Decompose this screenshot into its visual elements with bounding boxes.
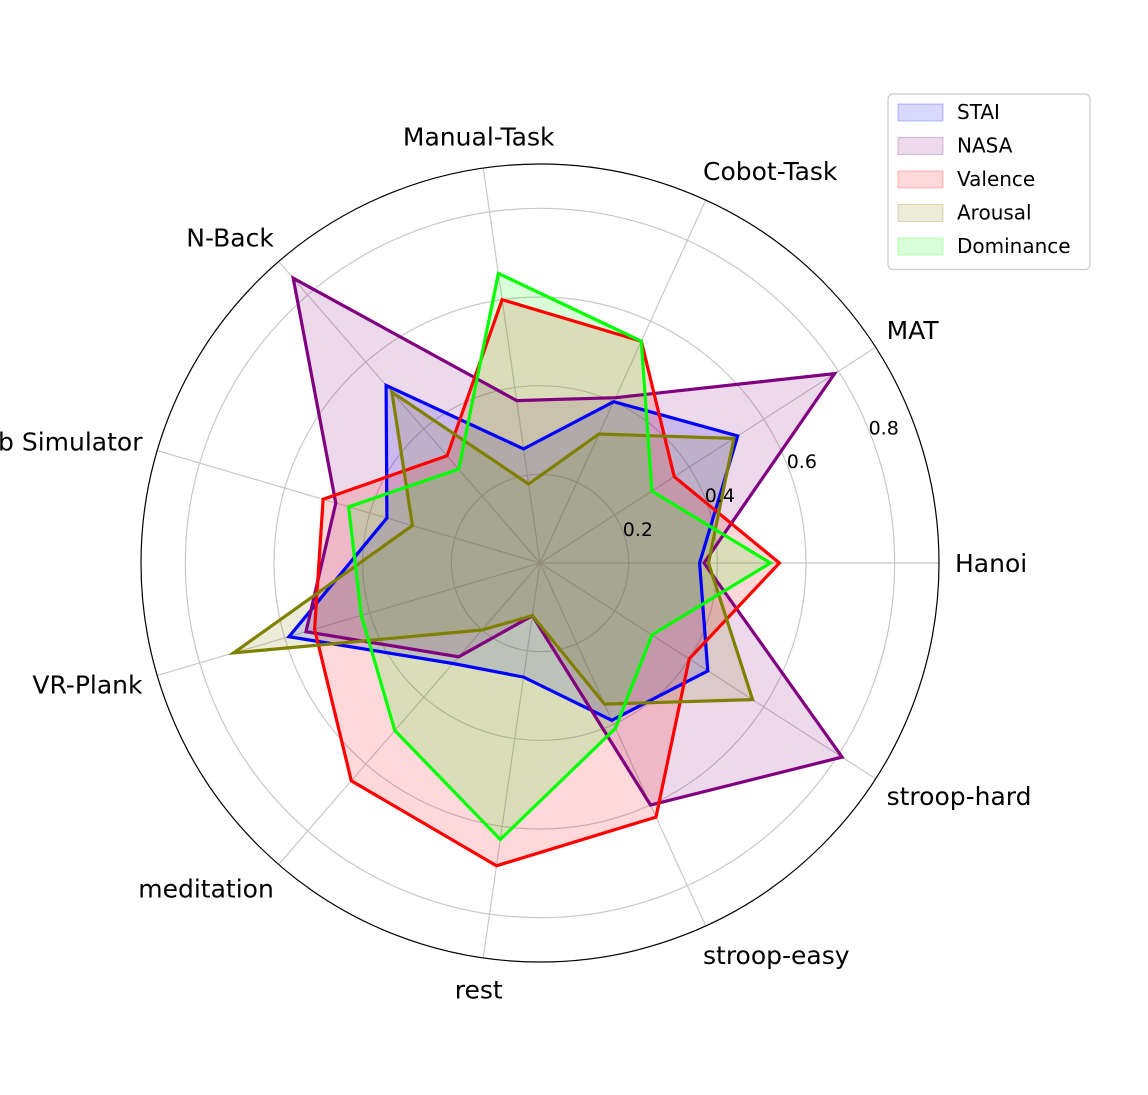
series-line-valence: [312, 297, 782, 868]
category-label-vr-plank: VR-Plank: [32, 670, 143, 699]
radar-grid: [156, 167, 939, 959]
legend-swatch-nasa: [897, 137, 944, 155]
radial-tick-label: 0.6: [787, 451, 817, 473]
legend-label-dominance: Dominance: [957, 234, 1071, 258]
category-label-stroop-easy: stroop-easy: [703, 941, 850, 970]
radar-outer-frame: [140, 163, 940, 963]
spoke-gridline: [482, 167, 541, 564]
series-line-dominance: [346, 271, 774, 842]
legend-swatch-valence: [897, 170, 944, 189]
radar-series: [227, 271, 845, 868]
legend-label-stai: STAI: [957, 100, 1000, 124]
category-label-n-back: N-Back: [186, 223, 274, 252]
outer-circle: [140, 163, 940, 963]
category-label-rest: rest: [455, 976, 503, 1005]
spoke-gridline: [278, 562, 541, 865]
category-label-manual-task: Manual-Task: [403, 122, 555, 151]
category-label-stroop-hard: stroop-hard: [887, 782, 1032, 811]
spoke-gridline: [539, 199, 707, 564]
legend-swatch-arousal: [897, 204, 944, 222]
spoke-gridline: [539, 346, 876, 564]
legend-swatch-stai: [897, 103, 944, 122]
legend-label-nasa: NASA: [957, 134, 1013, 158]
spoke-gridline: [278, 261, 541, 564]
spoke-gridline: [482, 562, 541, 959]
spoke-gridline: [539, 562, 707, 927]
radial-tick-label: 0.2: [623, 519, 653, 541]
legend-swatch-dominance: [897, 237, 944, 256]
legend-frame: [887, 93, 1091, 271]
series-line-arousal: [227, 388, 755, 706]
category-label-cobot-task: Cobot-Task: [703, 157, 838, 186]
legend-label-arousal: Arousal: [957, 201, 1032, 225]
category-label-meditation: meditation: [138, 875, 274, 904]
series-fill-valence: [314, 299, 780, 866]
legend-label-valence: Valence: [957, 167, 1035, 191]
spoke-gridline: [156, 562, 541, 676]
category-label-hanoi: Hanoi: [955, 549, 1027, 578]
series-fill-dominance: [348, 273, 771, 840]
radial-tick-label: 0.8: [869, 417, 899, 439]
category-label-vr-job-simulator: VR-Job Simulator: [0, 428, 143, 457]
series-line-nasa: [290, 275, 845, 807]
category-label-mat: MAT: [887, 316, 940, 345]
radial-tick-label: 0.4: [705, 485, 735, 507]
